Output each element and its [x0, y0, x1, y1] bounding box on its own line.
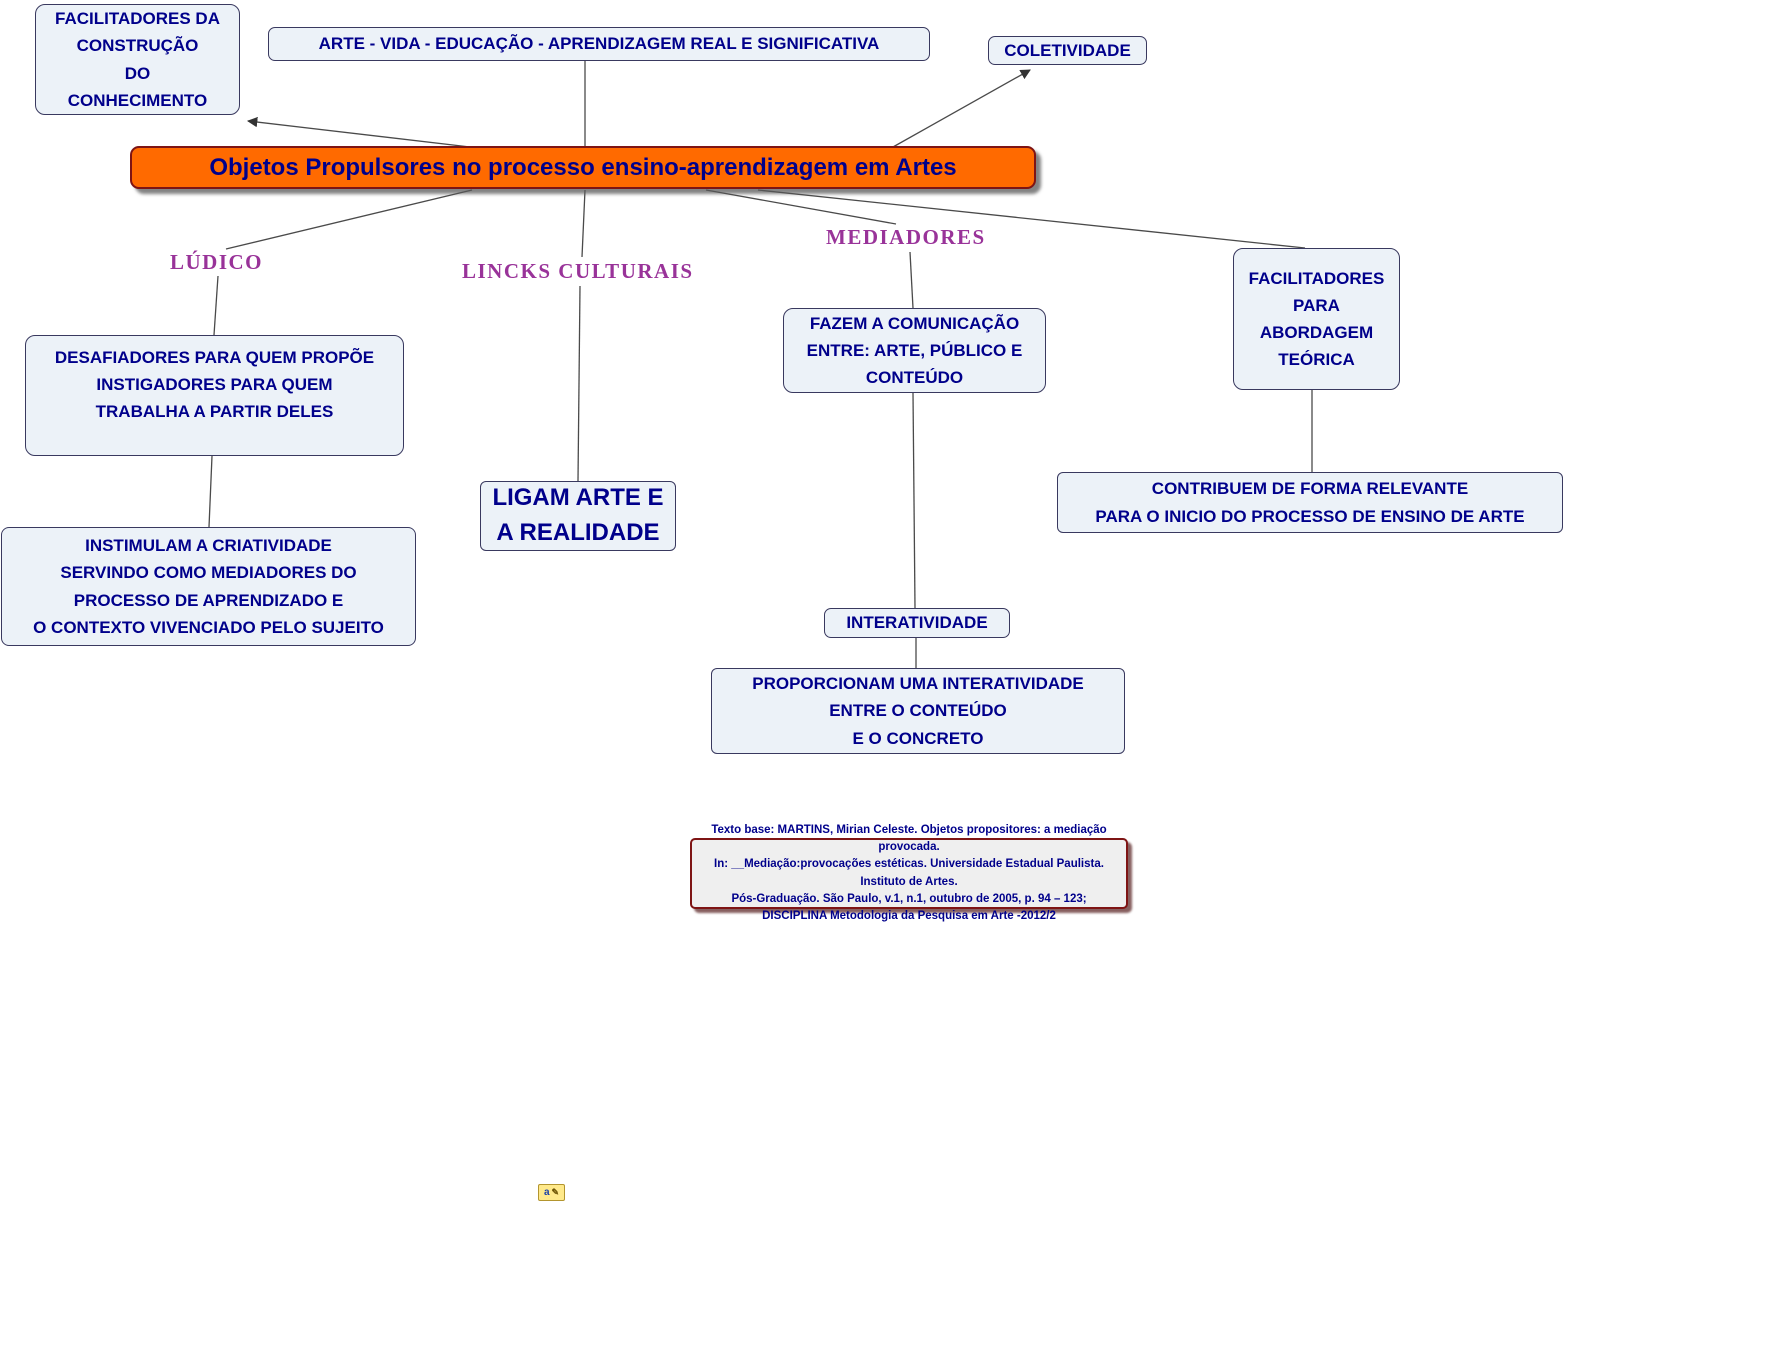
- connector-title-ludico: [225, 189, 473, 250]
- annotation-icon-letter: a: [543, 1186, 550, 1198]
- connector-title-mediadores: [705, 189, 897, 225]
- node-fazem-comunicacao[interactable]: FAZEM A COMUNICAÇÃO ENTRE: ARTE, PÚBLICO…: [783, 308, 1046, 393]
- node-citation[interactable]: Texto base: MARTINS, Mirian Celeste. Obj…: [690, 824, 1128, 922]
- connector-mediadores-fazem: [909, 251, 914, 309]
- connector-title-lincks: [581, 189, 586, 258]
- link-label-ludico[interactable]: LÚDICO: [170, 250, 264, 274]
- node-instimulam[interactable]: INSTIMULAM A CRIATIVIDADE SERVINDO COMO …: [1, 527, 416, 646]
- node-coletividade[interactable]: COLETIVIDADE: [988, 36, 1147, 65]
- node-desafiadores[interactable]: DESAFIADORES PARA QUEM PROPÕE INSTIGADOR…: [25, 335, 404, 456]
- connector-title-facilitadores-construcao: [246, 116, 471, 148]
- connector-fazem-interatividade: [912, 392, 916, 609]
- connector-lincks-ligamarte: [577, 285, 581, 482]
- node-arte-vida[interactable]: ARTE - VIDA - EDUCAÇÃO - APRENDIZAGEM RE…: [268, 27, 930, 61]
- node-facilitadores-construcao[interactable]: FACILITADORES DA CONSTRUÇÃO DO CONHECIME…: [35, 4, 240, 115]
- connector-title-coletividade: [892, 69, 1031, 148]
- pencil-icon: ✎: [551, 1187, 560, 1197]
- node-facilitadores-teorica[interactable]: FACILITADORES PARA ABORDAGEM TEÓRICA: [1233, 248, 1400, 390]
- link-label-lincks-culturais[interactable]: LINCKS CULTURAIS: [462, 259, 694, 283]
- link-label-mediadores[interactable]: MEDIADORES: [826, 225, 986, 249]
- node-interatividade[interactable]: INTERATIVIDADE: [824, 608, 1010, 638]
- root-node[interactable]: Objetos Propulsores no processo ensino-a…: [130, 146, 1036, 189]
- connector-ludico-desafiadores: [213, 275, 219, 336]
- node-ligam-arte[interactable]: LIGAM ARTE E A REALIDADE: [480, 481, 676, 551]
- connector-desafiadores-instimulam: [208, 455, 213, 528]
- node-proporcionam[interactable]: PROPORCIONAM UMA INTERATIVIDADE ENTRE O …: [711, 668, 1125, 754]
- annotation-icon[interactable]: a ✎: [538, 1184, 565, 1201]
- node-contribuem[interactable]: CONTRIBUEM DE FORMA RELEVANTE PARA O INI…: [1057, 472, 1563, 533]
